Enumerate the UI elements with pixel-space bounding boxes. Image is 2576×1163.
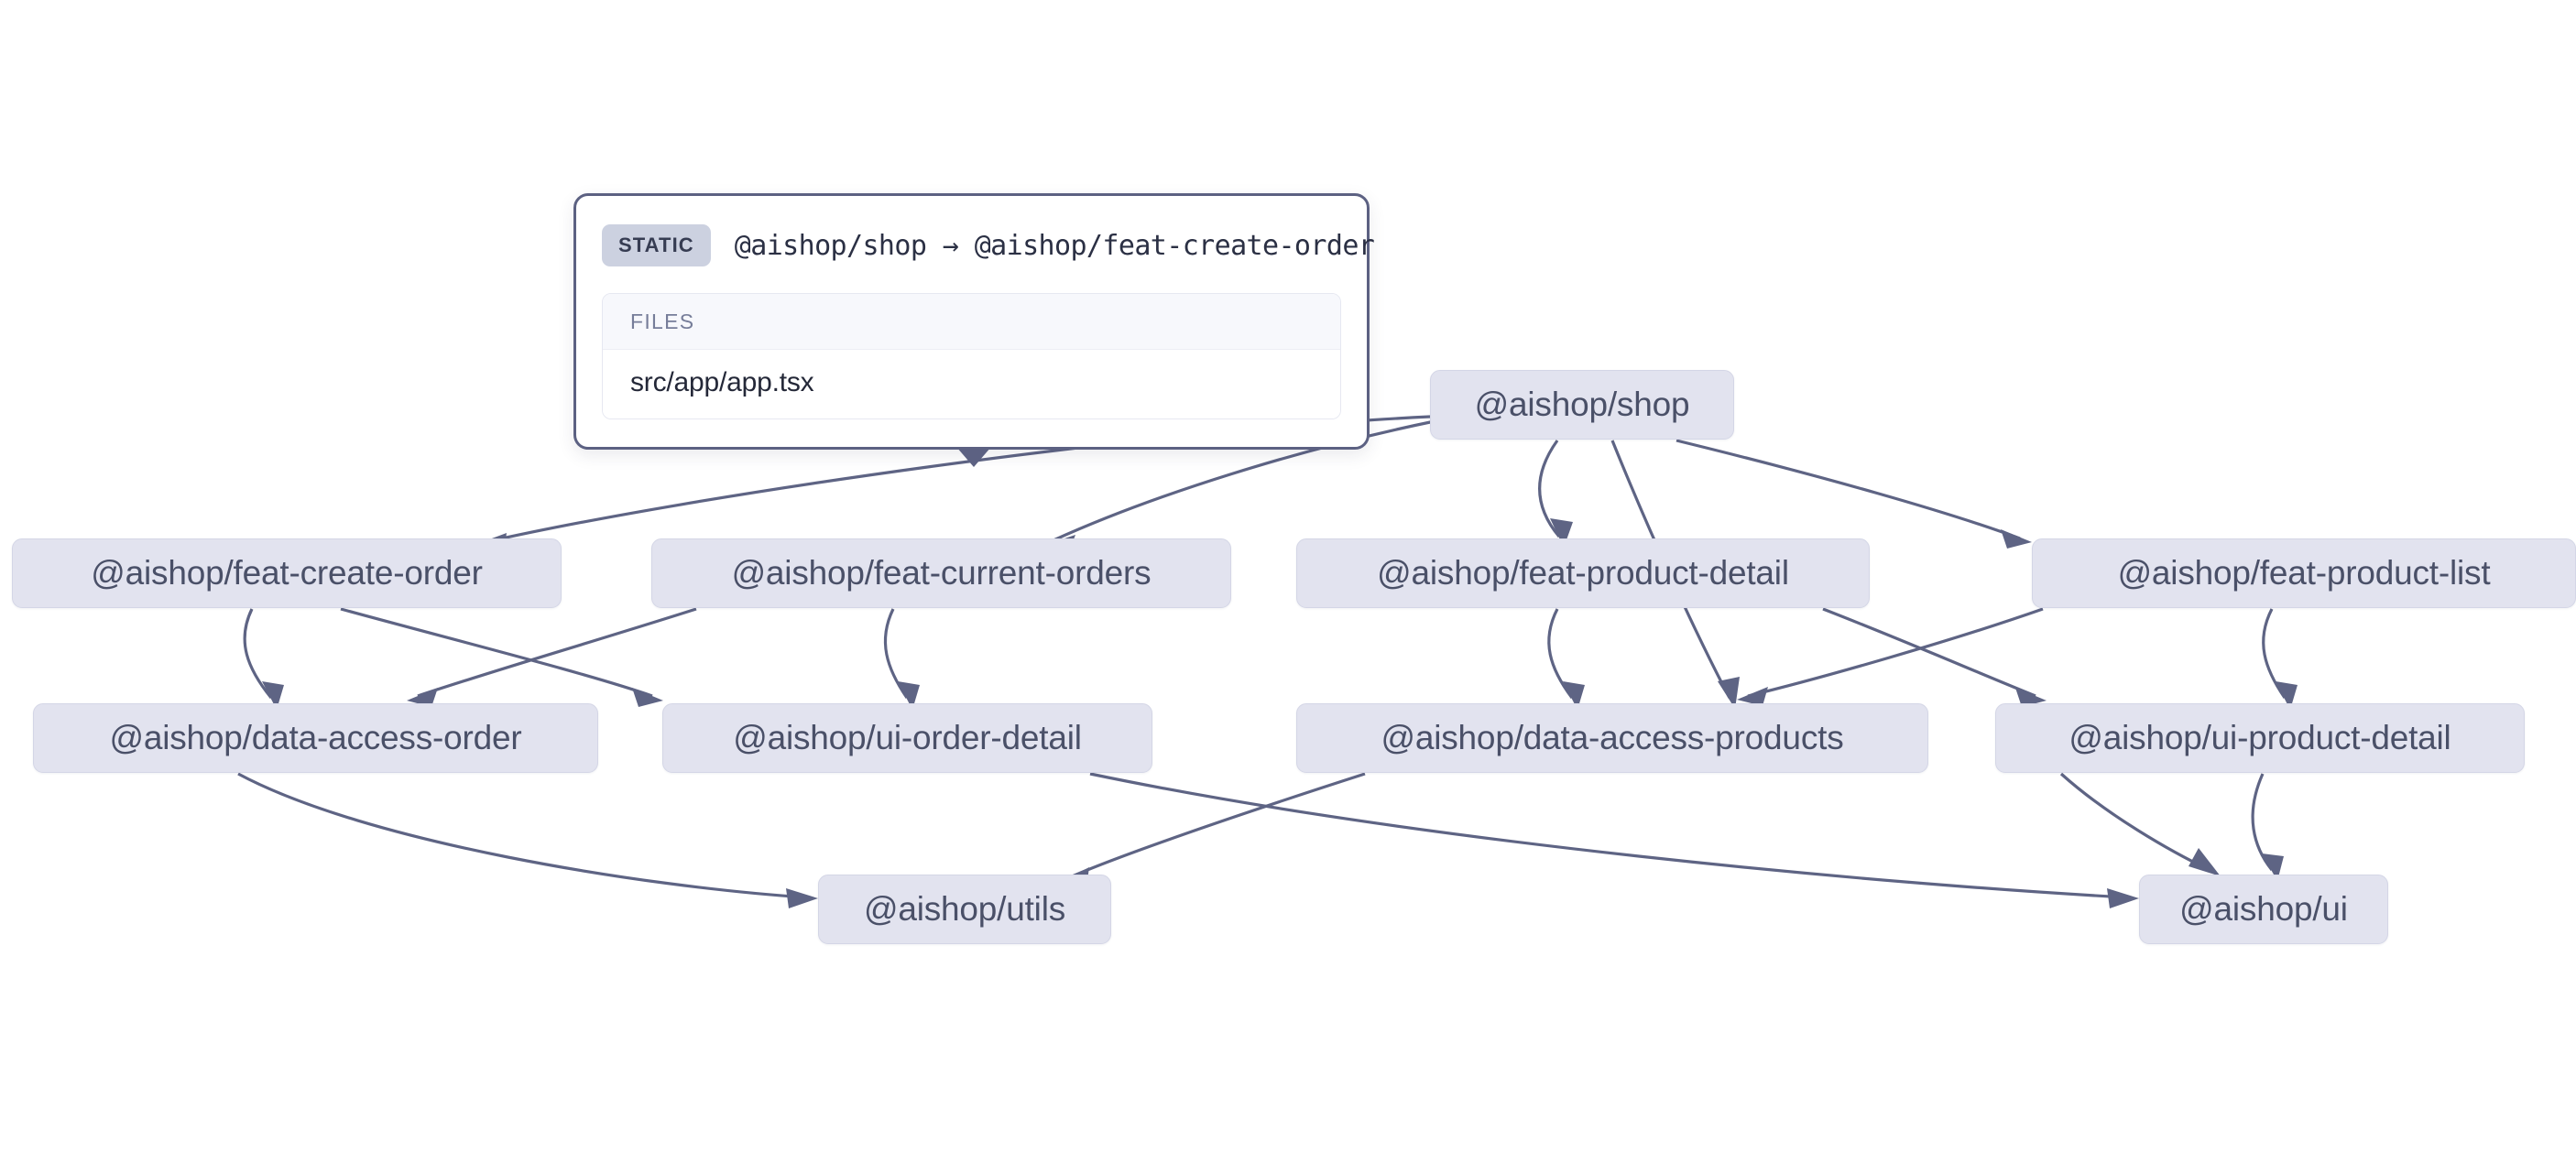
graph-node-ui[interactable]: @aishop/ui (2139, 875, 2388, 944)
arrowhead-icon (2107, 888, 2139, 908)
files-section-header: FILES (603, 294, 1340, 350)
edge-feat-create-order-to-data-access-order (243, 608, 273, 700)
edge-feat-product-detail-to-ui-product-detail (1822, 607, 2036, 698)
node-label: @aishop/feat-create-order (91, 554, 483, 592)
file-list-item[interactable]: src/app/app.tsx (603, 350, 1340, 418)
graph-node-feat-current-orders[interactable]: @aishop/feat-current-orders (651, 538, 1231, 608)
node-label: @aishop/ui-order-detail (733, 719, 1082, 756)
edge-feat-create-order-to-ui-order-detail (340, 607, 653, 698)
node-label: @aishop/data-access-products (1381, 719, 1844, 756)
edge-data-access-products-to-utils (1069, 772, 1366, 879)
edge-feat-product-list-to-ui-product-detail (2262, 608, 2287, 699)
graph-node-ui-product-detail[interactable]: @aishop/ui-product-detail (1995, 703, 2525, 773)
arrowhead-icon (786, 888, 818, 908)
node-label: @aishop/feat-product-detail (1377, 554, 1789, 592)
node-label: @aishop/ui (2179, 890, 2348, 928)
node-label: @aishop/feat-current-orders (731, 554, 1152, 592)
tooltip-header: STATIC @aishop/shop → @aishop/feat-creat… (576, 196, 1375, 266)
arrowhead-icon (2001, 529, 2032, 549)
node-label: @aishop/utils (863, 890, 1066, 928)
graph-node-shop[interactable]: @aishop/shop (1430, 370, 1734, 440)
graph-node-feat-product-list[interactable]: @aishop/feat-product-list (2032, 538, 2576, 608)
graph-node-feat-create-order[interactable]: @aishop/feat-create-order (12, 538, 562, 608)
edge-ui-product-detail-to-ui (2251, 773, 2274, 871)
edge-shop-to-feat-product-list (1675, 439, 2021, 540)
graph-node-utils[interactable]: @aishop/utils (818, 875, 1111, 944)
graph-node-data-access-order[interactable]: @aishop/data-access-order (33, 703, 598, 773)
node-label: @aishop/shop (1474, 386, 1690, 423)
edge-feat-product-detail-to-data-access-products (1547, 608, 1574, 699)
graph-node-feat-product-detail[interactable]: @aishop/feat-product-detail (1296, 538, 1870, 608)
edge-detail-tooltip[interactable]: STATIC @aishop/shop → @aishop/feat-creat… (573, 193, 1375, 450)
edge-shop-to-feat-product-detail (1538, 440, 1561, 538)
edge-feat-current-orders-to-ui-order-detail (883, 608, 909, 699)
tooltip-title: @aishop/shop → @aishop/feat-create-order (734, 229, 1375, 262)
node-label: @aishop/ui-product-detail (2068, 719, 2451, 756)
arrowhead-icon (2189, 848, 2221, 876)
files-section: FILES src/app/app.tsx (602, 293, 1341, 419)
node-label: @aishop/feat-product-list (2117, 554, 2491, 592)
arrowhead-icon (632, 688, 663, 707)
edge-feat-product-list-to-data-access-products (1747, 607, 2044, 698)
edge-ui-product-detail-to-ui-alt (2059, 772, 2210, 872)
edge-ui-order-detail-to-ui (1089, 772, 2128, 899)
edge-data-access-order-to-utils (237, 772, 807, 899)
edge-feat-current-orders-to-data-access-order (417, 607, 697, 698)
graph-node-data-access-products[interactable]: @aishop/data-access-products (1296, 703, 1928, 773)
node-label: @aishop/data-access-order (109, 719, 522, 756)
tooltip-pointer-icon (956, 447, 991, 467)
status-badge: STATIC (602, 224, 711, 266)
graph-node-ui-order-detail[interactable]: @aishop/ui-order-detail (662, 703, 1152, 773)
